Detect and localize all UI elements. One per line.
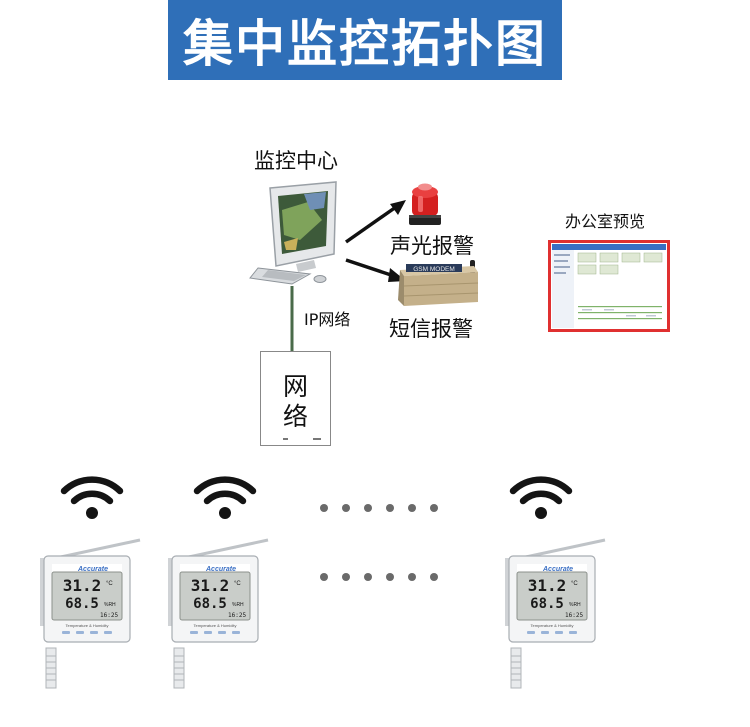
sensor-device-graphic: Accurate 31.2 °C 68.5 %RH 16:25 Temperat… [168,538,269,689]
network-box-char: 络 [282,402,308,431]
sensor-temperature: 31.2 [63,576,102,595]
ip-network-label: IP网络 [304,310,351,329]
sensor-temp-unit: °C [234,581,241,587]
gsm-modem-icon: GSM MODEM [398,260,479,306]
office-preview-label: 办公室预览 [565,212,646,231]
network-box-char: 网 [282,372,308,401]
sensor-hum-unit: %RH [569,602,581,608]
sensor-brand: Accurate [77,566,108,573]
sensor-brand: Accurate [205,566,236,573]
sensor-caption: Temperature & Humidity [194,623,237,628]
sensor-temperature: 31.2 [191,576,230,595]
ellipsis-dots [320,504,438,581]
sensor-brand: Accurate [542,566,573,573]
arrow-to-sound-alarm [344,200,406,244]
title-banner: 集中监控拓扑图 [168,0,562,80]
sensor-temperature: 31.2 [528,576,567,595]
sound-light-alarm-label: 声光报警 [390,234,474,258]
sensor-extra: 16:25 [100,612,118,619]
network-box: 网 络 [260,351,331,446]
network-link-line [290,286,294,352]
diagram-title: 集中监控拓扑图 [183,15,547,73]
sensor-humidity: 68.5 [193,596,227,612]
sensor-extra: 16:25 [228,612,246,619]
sensor-temp-unit: °C [571,581,578,587]
sensor-device: Accurate 31.2 °C 68.5 %RH 16:25 Temperat… [166,538,270,689]
wifi-icon [60,476,124,519]
wifi-icon [193,476,257,519]
sensor-device-graphic: Accurate 31.2 °C 68.5 %RH 16:25 Temperat… [505,538,606,689]
modem-label: GSM MODEM [413,266,455,273]
sensor-extra: 16:25 [565,612,583,619]
sensor-device: Accurate 31.2 °C 68.5 %RH 16:25 Temperat… [503,538,607,689]
sensor-humidity: 68.5 [65,596,99,612]
sensor-device: Accurate 31.2 °C 68.5 %RH 16:25 Temperat… [38,538,142,689]
computer-icon [249,181,337,285]
sensor-hum-unit: %RH [104,602,116,608]
monitor-center-label: 监控中心 [254,149,338,173]
sensor-caption: Temperature & Humidity [531,623,574,628]
wifi-icon [509,476,573,519]
sensor-caption: Temperature & Humidity [66,623,109,628]
network-box-ports [283,438,321,440]
office-preview-screen [548,240,670,332]
sensor-humidity: 68.5 [530,596,564,612]
sensor-device-graphic: Accurate 31.2 °C 68.5 %RH 16:25 Temperat… [40,538,141,689]
sensor-temp-unit: °C [106,581,113,587]
sms-alarm-label: 短信报警 [389,317,473,341]
sensor-hum-unit: %RH [232,602,244,608]
alarm-light-icon [409,183,441,225]
